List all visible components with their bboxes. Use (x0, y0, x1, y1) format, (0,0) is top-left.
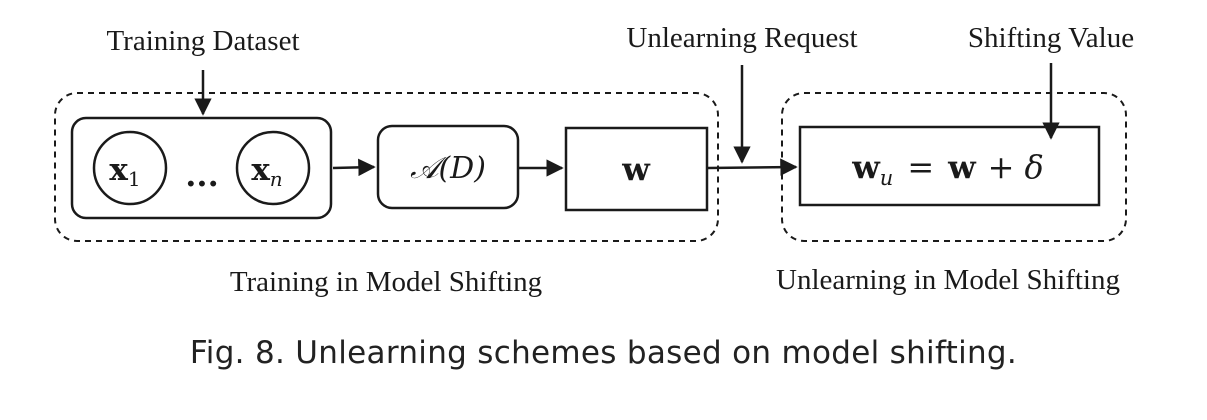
sample-xn-node: xn (235, 130, 311, 206)
ellipsis: ... (185, 156, 218, 194)
training-group-label: Training in Model Shifting (230, 266, 542, 298)
x1-sub: 1 (128, 167, 141, 191)
weights-label: w (621, 150, 651, 188)
xn-base: x (251, 152, 270, 188)
algorithm-box (376, 124, 520, 210)
weights-to-unlearning-arrow (707, 158, 798, 176)
figure-caption: Fig. 8. Unlearning schemes based on mode… (189, 335, 1018, 371)
algorithm-label: 𝒜(D) (410, 151, 486, 186)
svg-text:x1: x1 (109, 152, 140, 191)
model-weights-box (564, 126, 709, 212)
svg-text:xn: xn (251, 152, 282, 191)
dataset-to-algorithm-arrow (332, 158, 376, 177)
unlearning-request-label: Unlearning Request (626, 22, 857, 54)
training-dataset-label: Training Dataset (106, 25, 299, 57)
update-equation: wu=w+δ (851, 148, 1044, 190)
x1-base: x (109, 152, 128, 188)
unlearning-group-label: Unlearning in Model Shifting (776, 264, 1120, 296)
sample-x1-node: x1 (92, 130, 168, 206)
shifting-value-label: Shifting Value (968, 22, 1134, 54)
xn-sub: n (270, 167, 283, 191)
unlearned-weights-box (798, 125, 1101, 207)
